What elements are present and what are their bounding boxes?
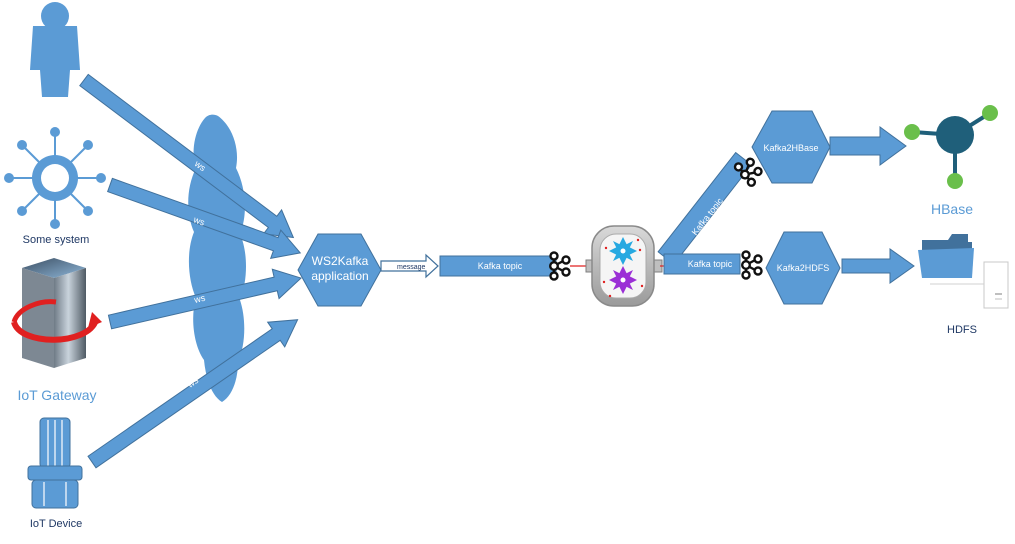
iot-device-icon [27, 417, 83, 509]
kafka-topic-main-label: Kafka topic [478, 261, 523, 271]
ws-label-2: ws [191, 214, 206, 228]
hbase-label: HBase [931, 201, 973, 217]
hdfs-label: HDFS [947, 324, 977, 336]
message-label: message [397, 264, 426, 271]
person-icon [30, 2, 80, 97]
iot-gateway-label: IoT Gateway [17, 387, 96, 403]
ws2kafka-label-line2: application [311, 269, 368, 283]
hdfs-arrow [841, 248, 915, 284]
server-icon [11, 258, 102, 368]
hdfs-icon [918, 234, 1009, 309]
ws-arrow-2: ws [107, 177, 302, 259]
kafka-logo-icon [548, 251, 571, 281]
kafka-topic-main: Kafka topic [439, 255, 557, 277]
kafka2hbase-label: Kafka2HBase [763, 143, 818, 153]
hbase-arrow [829, 126, 907, 166]
message-arrow: message [380, 253, 439, 279]
kafka-logo-lower-icon [740, 250, 763, 280]
ws-arrow-4: ws [87, 319, 299, 469]
some-system-icon [4, 127, 106, 229]
kafka-topic-lower: Kafka topic [663, 253, 741, 275]
kafka2hbase-node: Kafka2HBase [751, 110, 831, 184]
kafka-topic-lower-label: Kafka topic [688, 259, 733, 269]
some-system-label: Some system [23, 234, 90, 246]
ws2kafka-label-line1: WS2Kafka [312, 254, 369, 268]
kafka2hdfs-node: Kafka2HDFS [765, 231, 841, 305]
ws2kafka-node: WS2Kafka application [297, 233, 382, 307]
pump-icon [585, 225, 663, 307]
iot-device-label: IoT Device [30, 518, 82, 530]
ws-arrow-1: ws [79, 73, 295, 239]
hbase-icon [904, 105, 998, 189]
kafka2hdfs-label: Kafka2HDFS [777, 263, 830, 273]
ws-arrow-3: ws [107, 268, 302, 330]
ws-label-3: ws [192, 293, 206, 306]
kafka-logo-upper-icon [733, 157, 763, 187]
